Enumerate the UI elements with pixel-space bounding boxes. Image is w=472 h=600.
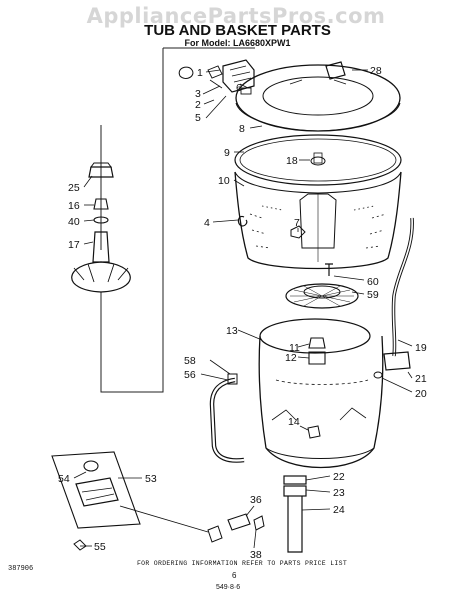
callout-21: 21	[415, 373, 427, 385]
page-number: 6	[232, 571, 237, 580]
callout-24: 24	[333, 504, 345, 516]
callout-40: 40	[68, 216, 80, 228]
callout-5: 5	[195, 112, 201, 124]
basket-nut	[290, 225, 306, 239]
agitator	[71, 231, 131, 293]
basket-hub	[310, 152, 326, 166]
outer-tub	[258, 318, 384, 469]
callout-8: 8	[239, 123, 245, 135]
model-line: For Model: LA6680XPW1	[184, 38, 291, 48]
callout-14: 14	[288, 416, 300, 428]
callout-10: 10	[218, 175, 230, 187]
callout-6: 6	[236, 82, 242, 94]
tub-ring	[235, 64, 401, 132]
callout-23: 23	[333, 487, 345, 499]
callout-53: 53	[145, 473, 157, 485]
callout-19: 19	[415, 342, 427, 354]
callout-12: 12	[285, 352, 297, 364]
diagram-title: TUB AND BASKET PARTS	[144, 22, 331, 39]
leader-lines	[73, 69, 413, 549]
spin-basket	[234, 171, 402, 270]
callout-56: 56	[184, 369, 196, 381]
drive-bell	[285, 283, 359, 309]
callout-20: 20	[415, 388, 427, 400]
screw-60	[325, 263, 333, 276]
callout-36: 36	[250, 494, 262, 506]
drain-hose	[209, 373, 245, 463]
callout-3: 3	[195, 88, 201, 100]
balance-ring	[234, 134, 402, 186]
ordering-note: FOR ORDERING INFORMATION REFER TO PARTS …	[136, 560, 348, 567]
callout-9: 9	[224, 147, 230, 159]
callout-labels: 1 3 2 6 5 28 8 9 18 10 25 16 40 17 4 7 6…	[58, 65, 427, 561]
handwritten-mark: 549·8·6	[216, 584, 241, 591]
callout-59: 59	[367, 289, 379, 301]
callout-16: 16	[68, 200, 80, 212]
callout-38: 38	[250, 549, 262, 561]
standpipe	[283, 475, 307, 553]
callout-11: 11	[289, 342, 300, 354]
callout-1: 1	[197, 67, 203, 79]
watermark: AppliancePartsPros.com	[86, 4, 386, 28]
callout-25: 25	[68, 182, 80, 194]
tub-nut	[307, 425, 321, 439]
cap-part	[325, 61, 346, 80]
switch-assembly	[178, 59, 255, 95]
callout-4: 4	[204, 217, 210, 229]
callout-55: 55	[94, 541, 106, 553]
agitator-cap-stack	[88, 162, 114, 224]
pump-assembly	[51, 451, 141, 551]
callout-18: 18	[286, 155, 298, 167]
callout-58: 58	[184, 355, 196, 367]
callout-28: 28	[370, 65, 382, 77]
inlet-valve	[373, 351, 411, 379]
clip-part	[237, 215, 248, 227]
callout-60: 60	[367, 276, 379, 288]
callout-54: 54	[58, 473, 70, 485]
center-post	[308, 337, 326, 365]
callout-22: 22	[333, 471, 345, 483]
callout-17: 17	[68, 239, 80, 251]
diagram-code: 387906	[8, 565, 34, 573]
callout-2: 2	[195, 99, 201, 111]
frame-line	[100, 48, 164, 393]
coupler-parts	[119, 505, 265, 543]
callout-7: 7	[294, 217, 300, 229]
hose-inner	[392, 217, 413, 357]
callout-13: 13	[226, 325, 238, 337]
